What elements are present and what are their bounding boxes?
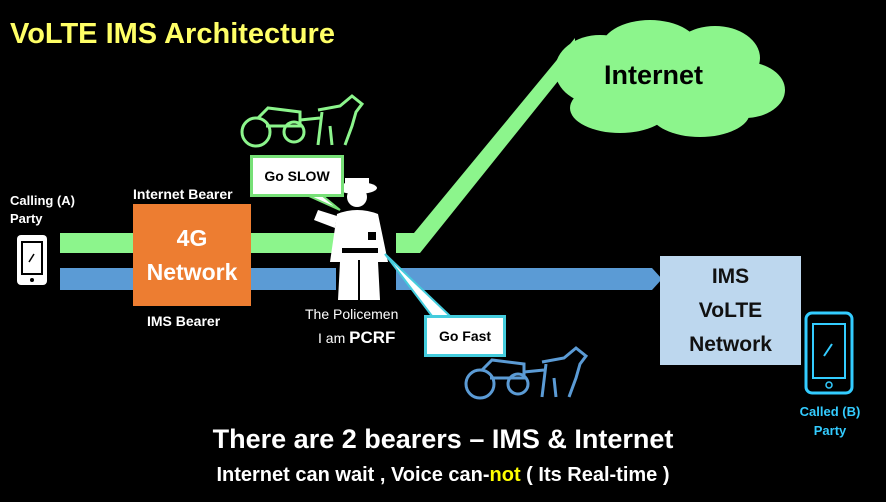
policeman-caption: The Policemen bbox=[305, 306, 399, 322]
internet-bearer-pipe bbox=[60, 233, 135, 253]
calling-party-label: Calling (A) Party bbox=[10, 192, 75, 228]
ims-network-line1: IMS bbox=[711, 264, 750, 288]
footer-line2-b: ( Its Real-time ) bbox=[520, 464, 670, 486]
ims-volte-network-box: IMS VoLTE Network bbox=[660, 256, 801, 365]
horse-cart-slow-icon bbox=[240, 94, 365, 148]
go-fast-callout: Go Fast bbox=[424, 315, 506, 357]
called-party-line1: Called (B) bbox=[799, 404, 861, 419]
ims-bearer-pipe-mid bbox=[251, 268, 336, 290]
network-4g-line1: 4G bbox=[176, 225, 208, 251]
footer-line2-highlight: not bbox=[489, 464, 521, 486]
ims-bearer-pipe-right bbox=[396, 268, 662, 290]
internet-cloud bbox=[555, 20, 785, 137]
called-party-label: Called (B) Party bbox=[790, 402, 870, 440]
ims-bearer-label: IMS Bearer bbox=[147, 313, 221, 329]
pcrf-caption-bold: PCRF bbox=[349, 328, 396, 347]
calling-phone-icon bbox=[17, 235, 47, 285]
called-party-line2: Party bbox=[813, 423, 847, 438]
go-slow-callout: Go SLOW bbox=[250, 155, 344, 197]
pcrf-caption: I am PCRF bbox=[318, 328, 428, 348]
internet-cloud-label: Internet bbox=[604, 60, 704, 90]
footer-line2: Internet can wait , Voice can-not ( Its … bbox=[0, 464, 886, 487]
pcrf-caption-prefix: I am bbox=[318, 330, 350, 346]
horse-cart-fast-icon bbox=[464, 346, 589, 400]
footer-line2-a: Internet can wait , Voice can- bbox=[216, 464, 490, 486]
footer-line1: There are 2 bearers – IMS & Internet bbox=[212, 424, 674, 454]
network-4g-box: 4G Network bbox=[133, 204, 251, 306]
calling-party-line2: Party bbox=[10, 211, 43, 226]
calling-party-line1: Calling (A) bbox=[10, 193, 75, 208]
called-phone-icon bbox=[804, 311, 854, 395]
policeman-icon bbox=[314, 178, 388, 300]
ims-network-line3: Network bbox=[689, 332, 772, 356]
ims-bearer-pipe bbox=[60, 268, 135, 290]
ims-network-line2: VoLTE bbox=[698, 298, 763, 322]
page-title: VoLTE IMS Architecture bbox=[10, 18, 335, 50]
network-4g-line2: Network bbox=[146, 259, 238, 285]
internet-bearer-label: Internet Bearer bbox=[133, 186, 233, 202]
internet-bearer-pipe-mid bbox=[251, 233, 336, 253]
internet-bearer-to-cloud bbox=[396, 38, 575, 253]
